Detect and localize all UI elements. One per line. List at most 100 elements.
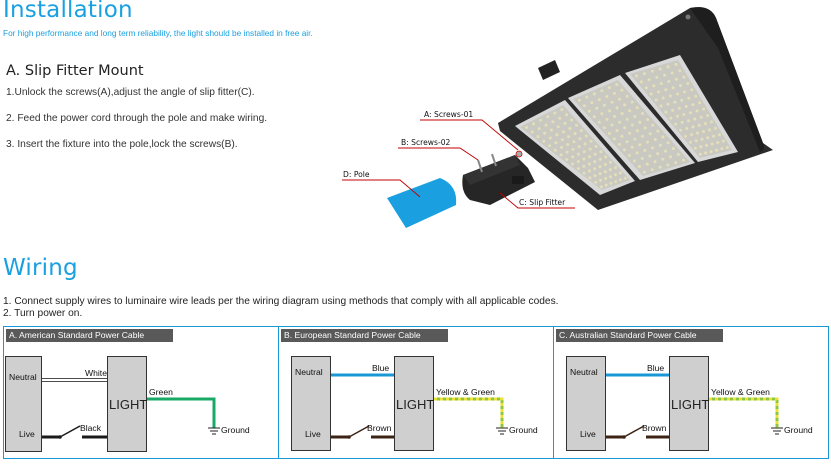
led-dot — [560, 145, 563, 149]
led-dot — [677, 106, 681, 110]
install-step-3: 3. Insert the fixture into the pole,lock… — [6, 139, 238, 150]
led-dot — [593, 152, 597, 156]
led-dot — [698, 152, 702, 156]
led-dot — [638, 120, 642, 124]
led-dot — [623, 176, 627, 180]
led-dot — [644, 86, 648, 90]
led-dot — [571, 162, 575, 166]
led-dot — [608, 109, 611, 113]
led-dot — [570, 118, 574, 122]
led-dot — [559, 153, 563, 157]
led-dot — [655, 75, 659, 79]
led-dot — [532, 122, 535, 126]
led-dot — [615, 83, 619, 86]
led-dot — [597, 120, 601, 124]
led-dot — [561, 130, 565, 134]
led-dot — [625, 94, 629, 98]
led-dot — [688, 140, 692, 144]
fixture-body — [498, 7, 773, 210]
led-dot — [648, 132, 652, 136]
led-dot — [598, 157, 602, 161]
live-wire-label: Black — [80, 423, 102, 433]
led-dot — [588, 147, 592, 151]
slip-fitter-title: A. Slip Fitter Mount — [6, 63, 144, 79]
led-dot — [598, 165, 602, 169]
led-dot — [575, 123, 578, 127]
led-dot — [572, 140, 576, 144]
led-dot — [544, 123, 548, 127]
led-dot — [721, 139, 725, 143]
wiring-title: Wiring — [3, 255, 78, 281]
led-dot — [632, 159, 636, 163]
light-label: LIGHT — [109, 397, 148, 412]
led-dot — [605, 95, 609, 98]
led-dot — [620, 112, 624, 116]
led-dot — [690, 133, 693, 137]
led-dot — [583, 142, 587, 146]
led-dot — [674, 62, 678, 66]
power-source-box — [5, 356, 42, 452]
led-dot — [625, 140, 629, 144]
led-dot — [680, 120, 684, 124]
led-dot — [592, 92, 596, 96]
led-dot — [689, 111, 692, 115]
led-dot — [608, 168, 612, 172]
led-dot — [543, 131, 547, 135]
led-dot — [687, 96, 691, 100]
led-dot — [614, 180, 618, 184]
earth-wire — [147, 397, 216, 428]
led-dot — [537, 127, 541, 131]
led-dot — [706, 136, 710, 140]
led-dot — [625, 117, 629, 121]
led-dot — [675, 114, 679, 118]
led-dot — [685, 127, 689, 130]
callout-screws-02: B: Screws-02 — [401, 138, 451, 147]
led-dot — [610, 123, 614, 127]
led-dot — [602, 103, 606, 107]
led-dot — [607, 131, 611, 135]
led-dot — [525, 126, 528, 129]
light-label: LIGHT — [671, 397, 710, 412]
neutral-label: Neutral — [9, 372, 37, 382]
led-dot — [651, 146, 655, 150]
led-dot — [648, 154, 652, 158]
led-dot — [694, 94, 698, 98]
led-dot — [716, 141, 720, 144]
led-dot — [577, 145, 581, 149]
led-dot — [558, 116, 562, 120]
led-dot — [669, 116, 673, 120]
power-source-box — [566, 356, 606, 451]
installation-title: Installation — [3, 0, 133, 23]
earth-wire-label: Yellow & Green — [711, 387, 770, 397]
led-dot — [618, 171, 622, 175]
led-dot — [698, 101, 702, 105]
led-dot — [664, 88, 668, 92]
led-dot — [635, 129, 639, 133]
led-dot — [714, 126, 717, 130]
led-dot — [715, 148, 718, 152]
panel-title: B. European Standard Power Cable — [281, 329, 448, 342]
led-dot — [587, 169, 591, 173]
power-source-box — [291, 356, 331, 451]
led-dot — [604, 155, 608, 159]
led-dot — [582, 104, 586, 108]
led-dot — [700, 137, 704, 141]
wiring-panel-european: B. European Standard Power Cable Neutral… — [278, 326, 554, 459]
led-dot — [633, 137, 637, 141]
led-dot — [582, 150, 586, 154]
led-dot — [661, 96, 665, 100]
switch-lever — [623, 425, 645, 438]
switch-lever — [59, 425, 81, 438]
led-dot — [691, 125, 695, 129]
led-dot — [647, 78, 651, 82]
install-step-1: 1.Unlock the screws(A),adjust the angle … — [6, 87, 255, 98]
led-dot — [630, 100, 634, 104]
led-dot — [664, 110, 668, 114]
led-dot — [565, 150, 569, 154]
led-dot — [577, 98, 581, 102]
led-dot — [639, 80, 643, 84]
led-dot — [563, 121, 567, 125]
led-dot — [670, 71, 674, 75]
wiring-diagram — [42, 378, 220, 439]
led-dot — [653, 160, 657, 164]
